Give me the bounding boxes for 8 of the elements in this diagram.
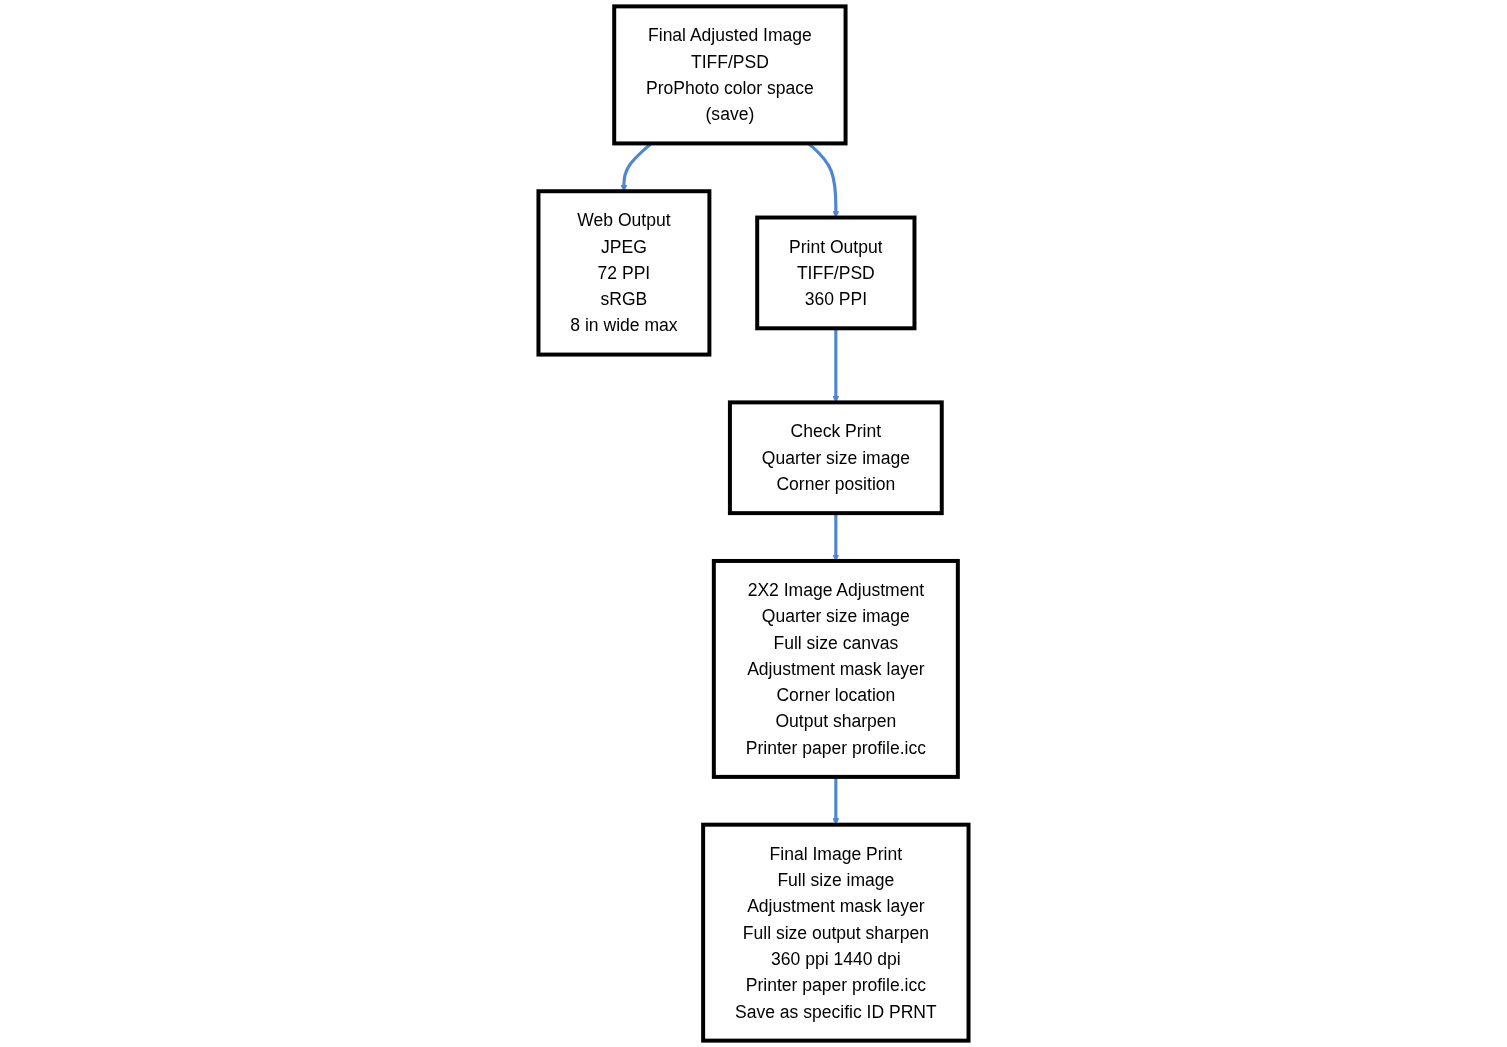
node-box: Final Image Print Full size image Adjustment mask layer Full size output sharpen 360 ppi 1440 dpi Printer paper profile.icc Save as specific ID PRNT [701,822,971,1043]
node-box: Check Print Quarter size image Corner position [727,400,944,516]
node-box: Final Adjusted Image TIFF/PSD ProPhoto color space (save) [612,4,848,146]
node-box: Print Output TIFF/PSD 360 PPI [755,215,917,331]
node-box: Web Output JPEG 72 PPI sRGB 8 in wide max [536,189,712,357]
arrow [832,776,840,825]
node-box: 2X2 Image Adjustment Quarter size image Full size canvas Adjustment mask layer Corner location Output sharpen Printer paper profile.icc [711,558,960,779]
arrow [832,328,840,403]
